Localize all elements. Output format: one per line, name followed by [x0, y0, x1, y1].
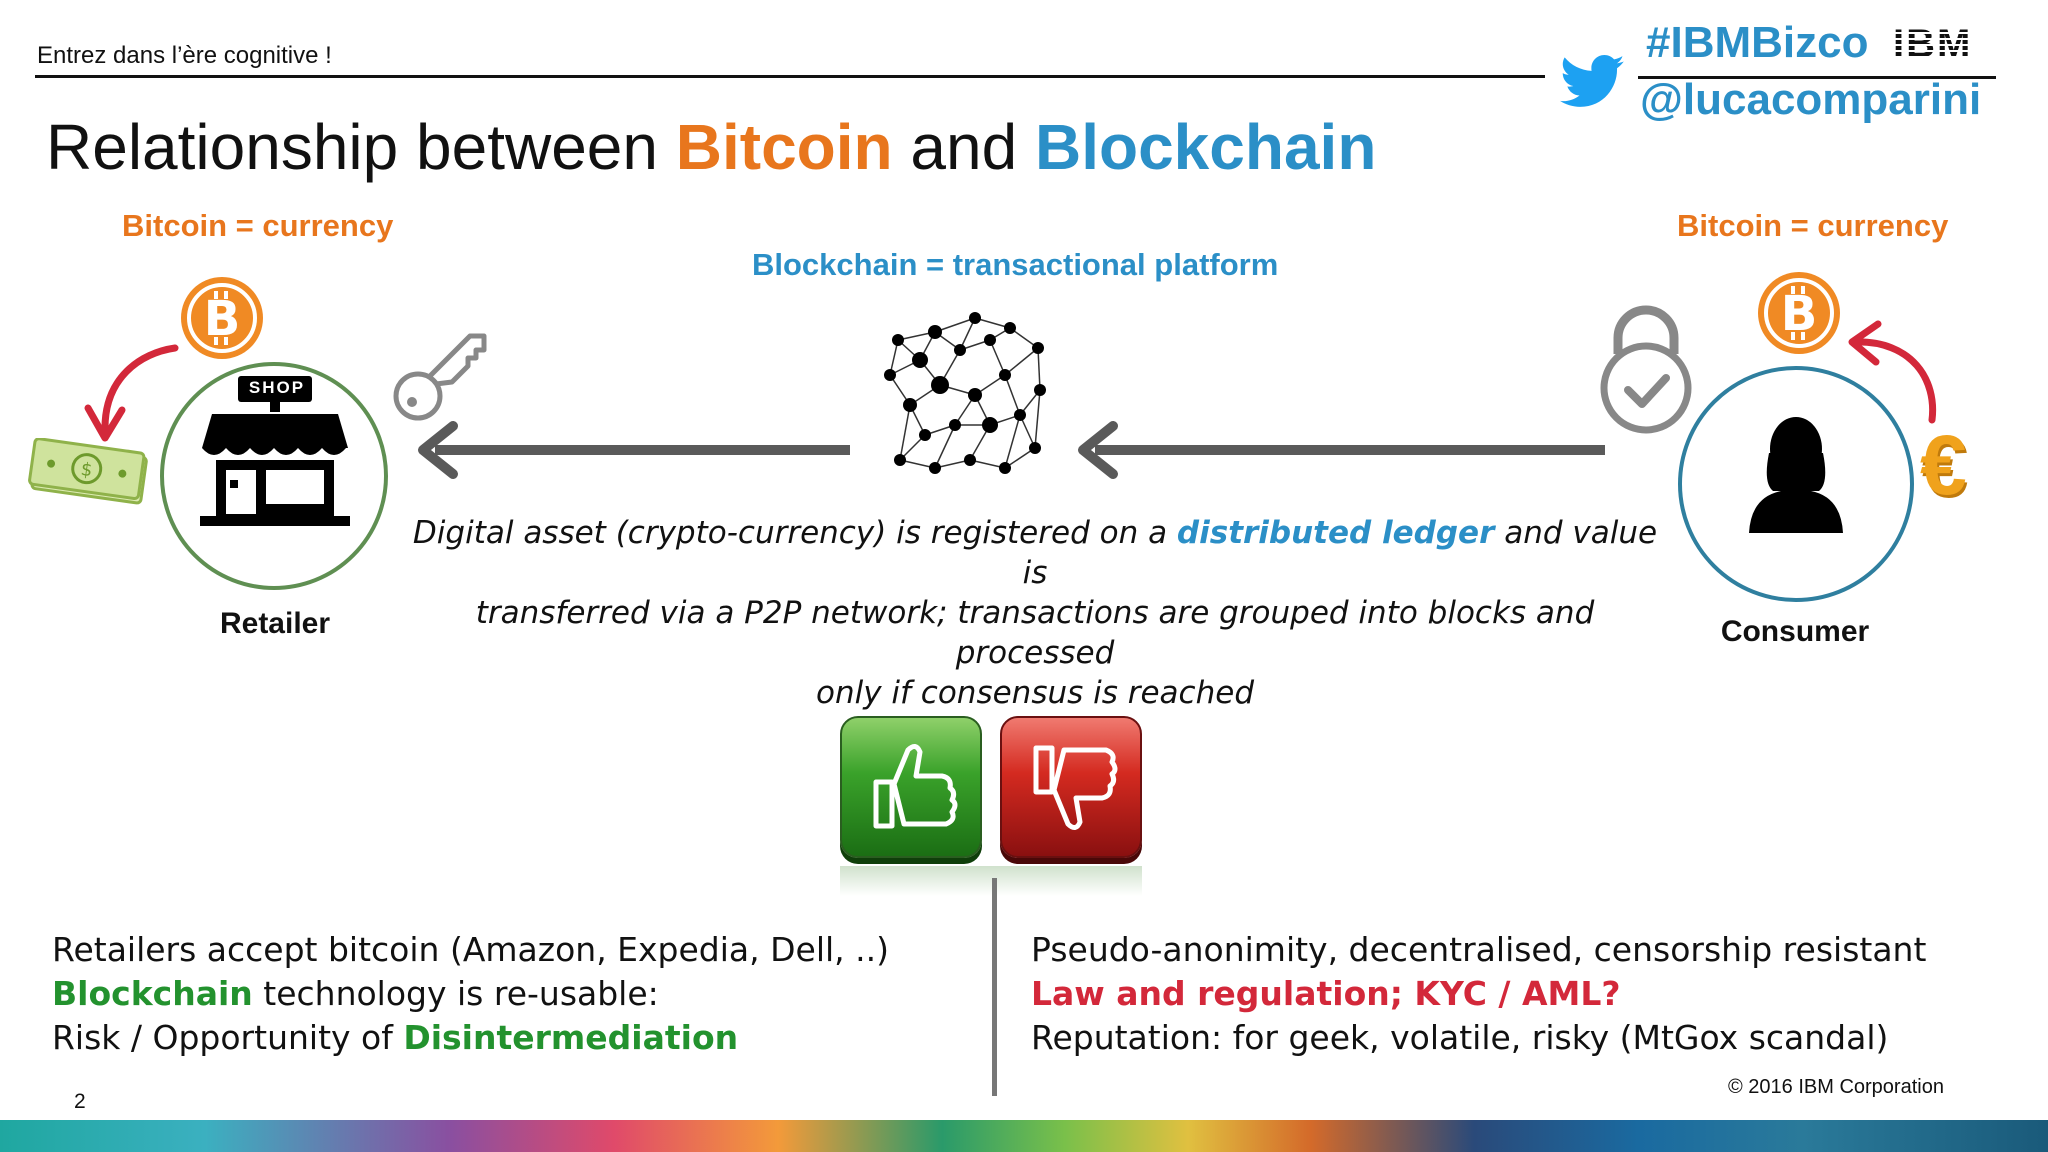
- handle-rule: [1638, 76, 1996, 79]
- copyright-text: © 2016 IBM Corporation: [1728, 1076, 1944, 1098]
- title-prefix: Relationship between: [46, 111, 676, 183]
- ibm-logo: IBM: [1893, 22, 1973, 66]
- red-arrow-left-icon: [84, 344, 179, 442]
- svg-text:B: B: [204, 291, 241, 347]
- footer-color-band: [0, 1120, 2048, 1152]
- pros-line-2-rest: technology is re-usable:: [252, 974, 659, 1013]
- svg-text:B: B: [1781, 286, 1818, 342]
- bitcoin-coin-icon: B: [181, 277, 263, 359]
- pros-list: Retailers accept bitcoin (Amazon, Expedi…: [52, 928, 889, 1060]
- hashtag-text: #IBMBizco: [1646, 18, 1869, 67]
- pros-line-3: Risk / Opportunity of Disintermediation: [52, 1016, 889, 1060]
- euro-coin-icon: €: [1920, 418, 1967, 512]
- page-number: 2: [74, 1090, 86, 1113]
- svg-text:$: $: [79, 459, 93, 481]
- page-title: Relationship between Bitcoin and Blockch…: [46, 110, 1376, 184]
- description-line-2: transferred via a P2P network; transacti…: [475, 595, 1595, 671]
- bitcoin-coin-icon: B: [1758, 272, 1840, 354]
- cons-list: Pseudo-anonimity, decentralised, censors…: [1031, 928, 1926, 1060]
- padlock-check-icon: [1600, 305, 1692, 434]
- shop-icon: [200, 376, 350, 526]
- red-arrow-right-icon: [1848, 320, 1937, 424]
- twitter-handle: @lucacomparini: [1640, 75, 1982, 124]
- pros-line-1: Retailers accept bitcoin (Amazon, Expedi…: [52, 930, 890, 969]
- description-line-3: only if consensus is reached: [815, 675, 1254, 711]
- thumbs-up-icon: [840, 716, 982, 858]
- thumbs-down-icon: [1000, 716, 1142, 858]
- title-middle: and: [892, 111, 1035, 183]
- cons-line-2: Law and regulation; KYC / AML?: [1031, 974, 1621, 1013]
- title-blockchain: Blockchain: [1034, 111, 1377, 183]
- blockchain-description: Digital asset (crypto-currency) is regis…: [400, 513, 1670, 713]
- cash-money-icon: $: [28, 438, 148, 505]
- pros-line-2: Blockchain technology is re-usable:: [52, 972, 889, 1016]
- person-icon: [1749, 417, 1843, 533]
- network-graph-icon: [884, 312, 1046, 474]
- thumbs-reflection: [840, 866, 1142, 896]
- header-subtitle: Entrez dans l’ère cognitive !: [37, 42, 332, 69]
- header-rule: [35, 75, 1545, 78]
- disintermediation-highlight: Disintermediation: [403, 1018, 739, 1057]
- pros-cons-divider: [992, 878, 997, 1096]
- shop-sign-text: SHOP: [248, 378, 306, 397]
- retailer-label: Retailer: [219, 607, 331, 640]
- blockchain-label: Blockchain = transactional platform: [752, 247, 1279, 282]
- arrow-to-retailer: [418, 421, 850, 479]
- distributed-ledger-highlight: distributed ledger: [1176, 515, 1495, 551]
- title-bitcoin: Bitcoin: [675, 111, 893, 183]
- description-text-1a: Digital asset (crypto-currency) is regis…: [412, 515, 1177, 551]
- left-bitcoin-label: Bitcoin = currency: [122, 208, 394, 243]
- key-icon: [393, 333, 487, 421]
- description-text-1c: and value is: [1022, 515, 1658, 591]
- right-bitcoin-label: Bitcoin = currency: [1677, 208, 1949, 243]
- twitter-bird-icon: [1560, 55, 1625, 107]
- blockchain-highlight: Blockchain: [52, 974, 253, 1013]
- pros-line-3-start: Risk / Opportunity of: [52, 1018, 404, 1057]
- arrow-to-blockchain: [1078, 421, 1605, 479]
- description-line-1: Digital asset (crypto-currency) is regis…: [400, 513, 1670, 593]
- cons-line-3: Reputation: for geek, volatile, risky (M…: [1031, 1018, 1889, 1057]
- cons-line-1: Pseudo-anonimity, decentralised, censors…: [1031, 930, 1927, 969]
- consumer-label: Consumer: [1720, 615, 1870, 648]
